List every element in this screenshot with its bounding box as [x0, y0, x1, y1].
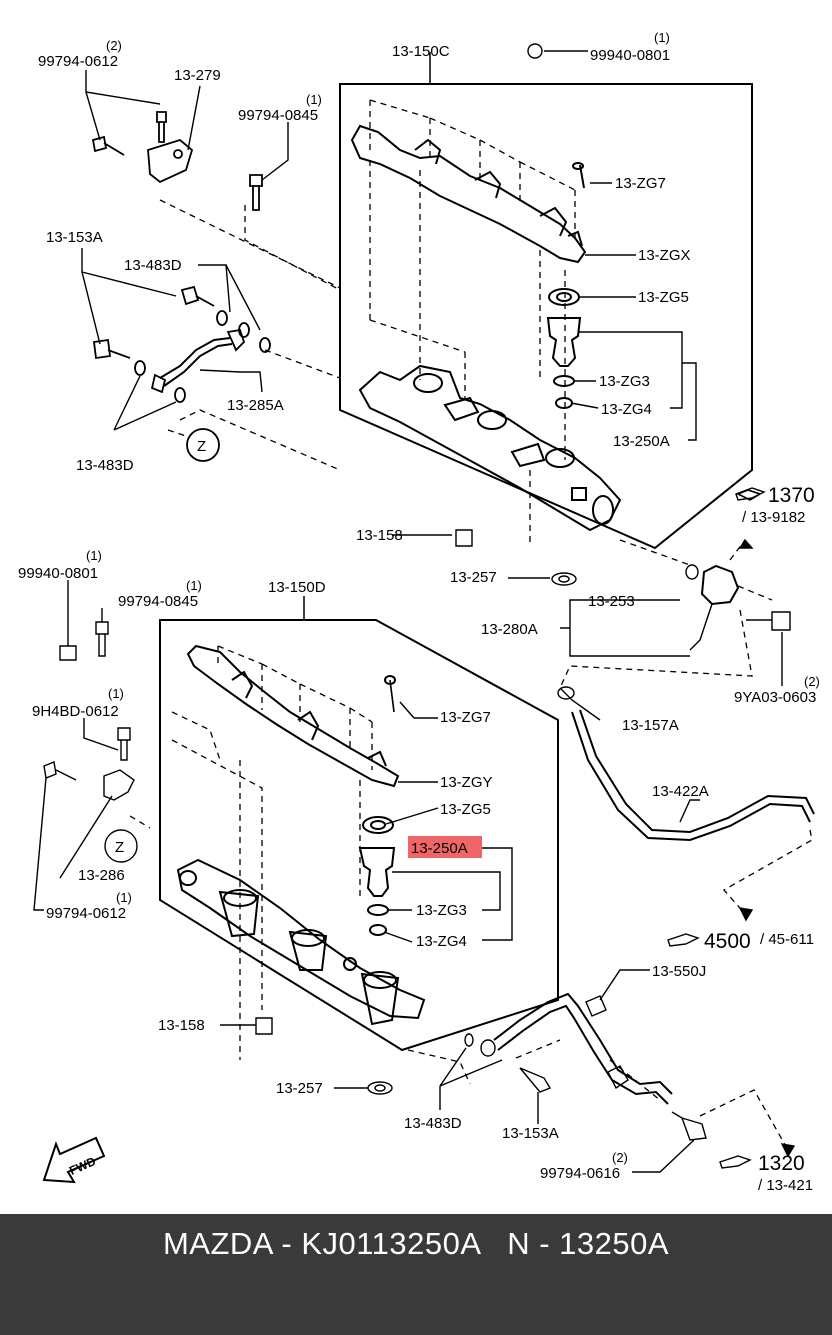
- injector-upper: [546, 317, 582, 367]
- label-fwd: FWD: [67, 1154, 98, 1178]
- hand-pointer-icon-1370: [735, 487, 766, 501]
- z-reference-circle-lower: [104, 829, 138, 863]
- hand-pointer-icon-1320: [719, 1155, 752, 1169]
- label-13-483D-upper-b: 13-483D: [76, 457, 134, 474]
- label-13-ZG3-lower: 13-ZG3: [416, 902, 467, 919]
- qty-99940-0801-lower: (1): [86, 548, 102, 563]
- label-99940-0801-upper: 99940-0801: [590, 47, 670, 64]
- label-13-ZGX: 13-ZGX: [638, 247, 691, 264]
- qty-9H4BD-0612: (1): [108, 686, 124, 701]
- label-13-9182: / 13-9182: [742, 509, 805, 526]
- label-13-483D-upper-a: 13-483D: [124, 257, 182, 274]
- seal-ring-zg5-upper: [548, 288, 580, 306]
- label-z-lower: Z: [115, 839, 124, 856]
- fwd-arrow-icon: [42, 1136, 106, 1184]
- upper-assembly-frame: [339, 83, 753, 550]
- qty-9YA03-0603: (2): [804, 674, 820, 689]
- label-13-286: 13-286: [78, 867, 125, 884]
- label-13-280A: 13-280A: [481, 621, 538, 638]
- upper-right-callouts: [392, 43, 815, 922]
- injector-lower: [358, 847, 396, 897]
- lower-assembly: [129, 596, 559, 1085]
- qty-99940-0801-upper: (1): [654, 30, 670, 45]
- upper-assembly: [159, 52, 753, 550]
- label-13-250A-lower-highlighted: 13-250A: [411, 840, 468, 857]
- label-13-483D-lower: 13-483D: [404, 1115, 462, 1132]
- label-13-ZG4-lower: 13-ZG4: [416, 933, 467, 950]
- upper-left-parts: [81, 70, 289, 462]
- label-13-422A: 13-422A: [652, 783, 709, 800]
- label-13-421: / 13-421: [758, 1177, 813, 1194]
- label-13-ZG5-upper: 13-ZG5: [638, 289, 689, 306]
- bracket-13-286: [103, 769, 135, 801]
- label-99794-0845-upper: 99794-0845: [238, 107, 318, 124]
- fuel-hose-13-422A: [571, 709, 815, 842]
- label-13-257-upper: 13-257: [450, 569, 497, 586]
- label-99940-0801-lower: 99940-0801: [18, 565, 98, 582]
- footer-part-number-text: MAZDA - KJ0113250A N - 13250A: [162, 1226, 670, 1261]
- label-13-ZG7-upper: 13-ZG7: [615, 175, 666, 192]
- intake-manifold-upper: [358, 364, 622, 532]
- hand-pointer-icon-4500: [667, 933, 700, 947]
- highlight-box-13-250A: [408, 836, 482, 858]
- fuel-rail-lower: [186, 644, 400, 788]
- intake-manifold-lower: [176, 858, 426, 1020]
- qty-99794-0612-upper: (2): [106, 38, 122, 53]
- label-1320: 1320: [758, 1152, 805, 1175]
- qty-99794-0616: (2): [612, 1150, 628, 1165]
- label-4500: 4500: [704, 930, 751, 953]
- label-99794-0845-lower: 99794-0845: [118, 593, 198, 610]
- label-13-ZG7-lower: 13-ZG7: [440, 709, 491, 726]
- label-9YA03-0603: 9YA03-0603: [734, 689, 816, 706]
- label-13-285A: 13-285A: [227, 397, 284, 414]
- label-13-150C: 13-150C: [392, 43, 450, 60]
- bracket-13-279: [147, 138, 194, 184]
- label-13-158-upper: 13-158: [356, 527, 403, 544]
- label-13-150D: 13-150D: [268, 579, 326, 596]
- callout-labels: 13-150C 99940-0801 (1) 99794-0612 (2) 13…: [18, 30, 820, 1194]
- label-13-ZG3-upper: 13-ZG3: [599, 373, 650, 390]
- label-45-611: / 45-611: [760, 931, 814, 948]
- lower-callouts: [33, 487, 796, 1184]
- label-13-250A-upper: 13-250A: [613, 433, 670, 450]
- label-13-153A-lower: 13-153A: [502, 1125, 559, 1142]
- qty-99794-0612-lower: (1): [116, 890, 132, 905]
- label-99794-0612-upper: 99794-0612: [38, 53, 118, 70]
- label-13-ZGY: 13-ZGY: [440, 774, 493, 791]
- label-13-157A: 13-157A: [622, 717, 679, 734]
- label-99794-0616: 99794-0616: [540, 1165, 620, 1182]
- label-13-158-lower: 13-158: [158, 1017, 205, 1034]
- pressure-regulator: [700, 564, 740, 606]
- fuel-rail-upper: [350, 124, 587, 264]
- fuel-injection-exploded-diagram: 13-150C 99940-0801 (1) 99794-0612 (2) 13…: [18, 30, 820, 1194]
- label-z-upper: Z: [197, 438, 206, 455]
- fuel-pipe-13-550J: [493, 992, 673, 1105]
- label-1370: 1370: [768, 484, 815, 507]
- qty-99794-0845-upper: (1): [306, 92, 322, 107]
- label-9H4BD-0612: 9H4BD-0612: [32, 703, 119, 720]
- label-99794-0612-lower: 99794-0612: [46, 905, 126, 922]
- label-13-257-lower: 13-257: [276, 1080, 323, 1097]
- label-13-253: 13-253: [588, 593, 635, 610]
- part-number-footer: MAZDA - KJ0113250A N - 13250A: [0, 1214, 832, 1335]
- z-reference-circle-upper: [186, 428, 220, 462]
- label-13-153A-upper: 13-153A: [46, 229, 103, 246]
- qty-99794-0845-lower: (1): [186, 578, 202, 593]
- label-13-279: 13-279: [174, 67, 221, 84]
- label-13-ZG5-lower: 13-ZG5: [440, 801, 491, 818]
- fuel-pipe-13-285A: [159, 337, 233, 387]
- label-13-550J: 13-550J: [652, 963, 706, 980]
- seal-ring-zg5-lower: [362, 816, 394, 834]
- label-13-ZG4-upper: 13-ZG4: [601, 401, 652, 418]
